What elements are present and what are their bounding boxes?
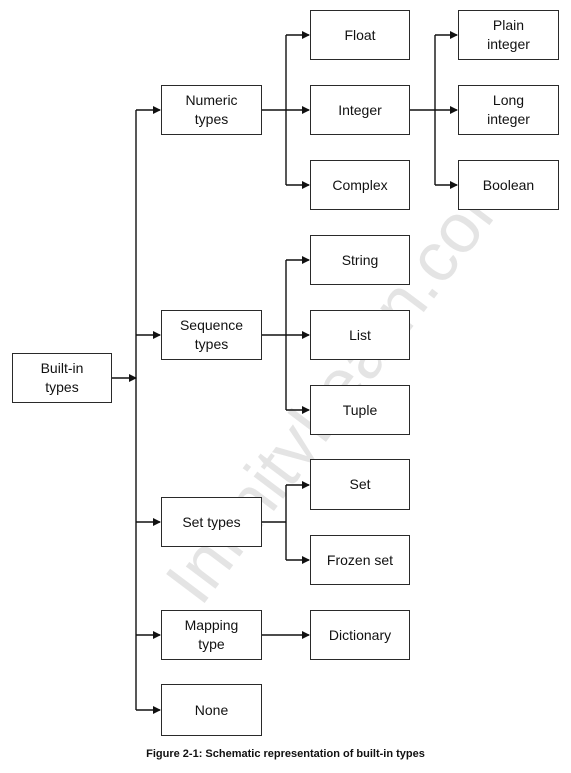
node-string: String: [310, 235, 410, 285]
node-label: List: [349, 326, 371, 343]
node-label: Frozen set: [326, 551, 394, 568]
node-frozen-set: Frozen set: [310, 535, 410, 585]
node-integer: Integer: [310, 85, 410, 135]
node-dictionary: Dictionary: [310, 610, 410, 660]
node-label: Mapping type: [184, 617, 239, 652]
node-label: Boolean: [482, 176, 535, 193]
node-mapping-type: Mapping type: [161, 610, 262, 660]
node-plain-integer: Plain integer: [458, 10, 559, 60]
node-label: Plain integer: [487, 17, 530, 52]
node-label: None: [194, 701, 229, 718]
node-label: Integer: [338, 101, 382, 118]
node-set: Set: [310, 459, 410, 510]
node-label: Built-in types: [40, 360, 84, 395]
node-label: Set: [349, 476, 371, 492]
node-label: Float: [344, 26, 376, 43]
node-label: String: [341, 251, 379, 268]
node-label: Complex: [332, 176, 388, 193]
node-float: Float: [310, 10, 410, 60]
figure-caption: Figure 2-1: Schematic representation of …: [146, 748, 425, 760]
node-complex: Complex: [310, 160, 410, 210]
node-sequence-types: Sequence types: [161, 310, 262, 360]
node-label: Sequence types: [179, 317, 244, 352]
node-label: Long integer: [487, 92, 530, 127]
node-boolean: Boolean: [458, 160, 559, 210]
node-tuple: Tuple: [310, 385, 410, 435]
node-numeric-types: Numeric types: [161, 85, 262, 135]
node-label: Numeric types: [185, 92, 238, 127]
node-none: None: [161, 684, 262, 736]
node-label: Tuple: [342, 401, 378, 418]
node-long-integer: Long integer: [458, 85, 559, 135]
node-label: Dictionary: [328, 626, 392, 643]
node-list: List: [310, 310, 410, 360]
node-built-in-types: Built-in types: [12, 353, 112, 403]
node-label: Set types: [182, 513, 241, 530]
node-set-types: Set types: [161, 497, 262, 547]
